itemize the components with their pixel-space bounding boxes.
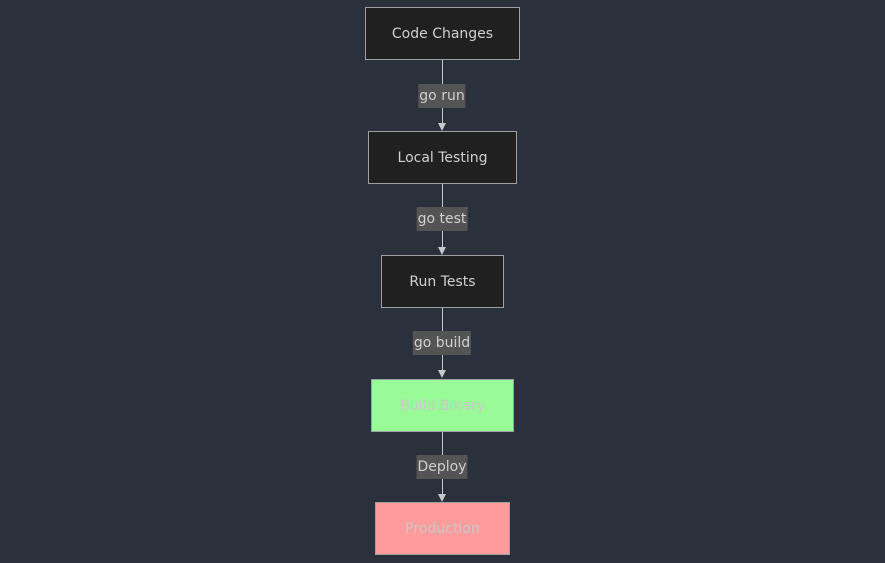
edge-label-go-build: go build [412,331,472,355]
edge-label-go-run: go run [418,84,466,108]
node-label: Run Tests [409,273,476,290]
arrow-head-icon [438,494,446,502]
arrow-head-icon [438,247,446,255]
node-code-changes: Code Changes [365,7,520,60]
edge-label-go-test: go test [416,207,468,231]
node-label: Code Changes [391,25,494,42]
edge-label-deploy: Deploy [416,455,468,479]
node-run-tests: Run Tests [381,255,504,308]
node-label: Build Binary [400,397,485,414]
node-build-binary: Build Binary [371,379,514,432]
arrow-head-icon [438,370,446,378]
node-label: Local Testing [397,149,488,166]
node-local-testing: Local Testing [368,131,517,184]
arrow-head-icon [438,123,446,131]
node-production: Production [375,502,510,555]
node-label: Production [405,520,480,537]
